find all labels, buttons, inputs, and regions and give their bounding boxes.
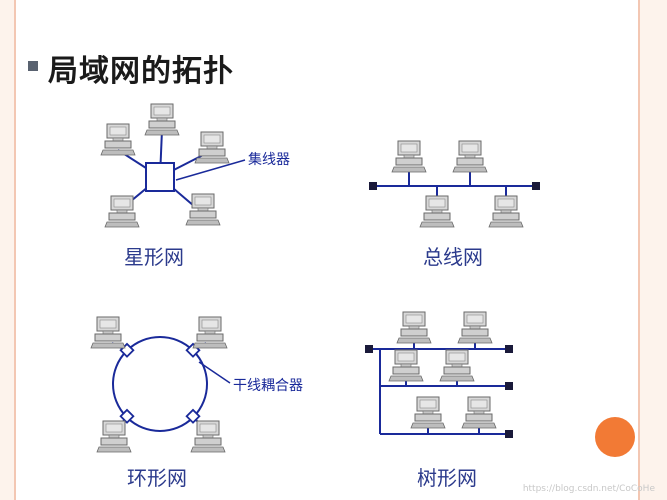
bus-terminator — [369, 182, 377, 190]
computer-icon — [419, 195, 455, 228]
computer-icon — [144, 103, 180, 136]
slide-accent-dot — [595, 417, 635, 457]
ring-topology-caption: 环形网 — [127, 466, 187, 490]
tree-terminator — [365, 345, 513, 438]
computer-icon — [461, 396, 497, 429]
bullet-square-icon — [28, 61, 38, 71]
computer-icon — [90, 316, 126, 349]
watermark-text: https://blog.csdn.net/CoCoHe — [522, 484, 655, 494]
bus-topology — [369, 140, 540, 228]
computer-icon — [452, 140, 488, 173]
computer-icon — [192, 316, 228, 349]
trunk-coupler-callout-label: 干线耦合器 — [233, 378, 303, 394]
computer-icon — [96, 420, 132, 453]
computer-icon — [185, 193, 221, 226]
computer-icon — [439, 349, 475, 382]
computer-icon — [388, 349, 424, 382]
hub-callout-label: 集线器 — [248, 152, 290, 168]
computer-icon — [391, 140, 427, 173]
bus-terminator — [532, 182, 540, 190]
computer-icon — [190, 420, 226, 453]
computer-icon — [194, 131, 230, 164]
slide-title: 局域网的拓扑 — [48, 54, 234, 89]
trunk-coupler — [119, 342, 201, 424]
bus-topology-caption: 总线网 — [423, 245, 483, 269]
ring-topology — [90, 316, 231, 453]
computer-icon — [488, 195, 524, 228]
computer-icon — [457, 311, 493, 344]
tree-topology-caption: 树形网 — [417, 466, 477, 490]
computer-icon — [104, 195, 140, 228]
computer-icon — [410, 396, 446, 429]
star-topology — [100, 103, 246, 228]
hub-node — [145, 162, 175, 192]
computer-icon — [100, 123, 136, 156]
slide-frame — [14, 0, 640, 500]
computer-icon — [396, 311, 432, 344]
star-topology-caption: 星形网 — [124, 245, 184, 269]
tree-topology — [365, 311, 513, 438]
